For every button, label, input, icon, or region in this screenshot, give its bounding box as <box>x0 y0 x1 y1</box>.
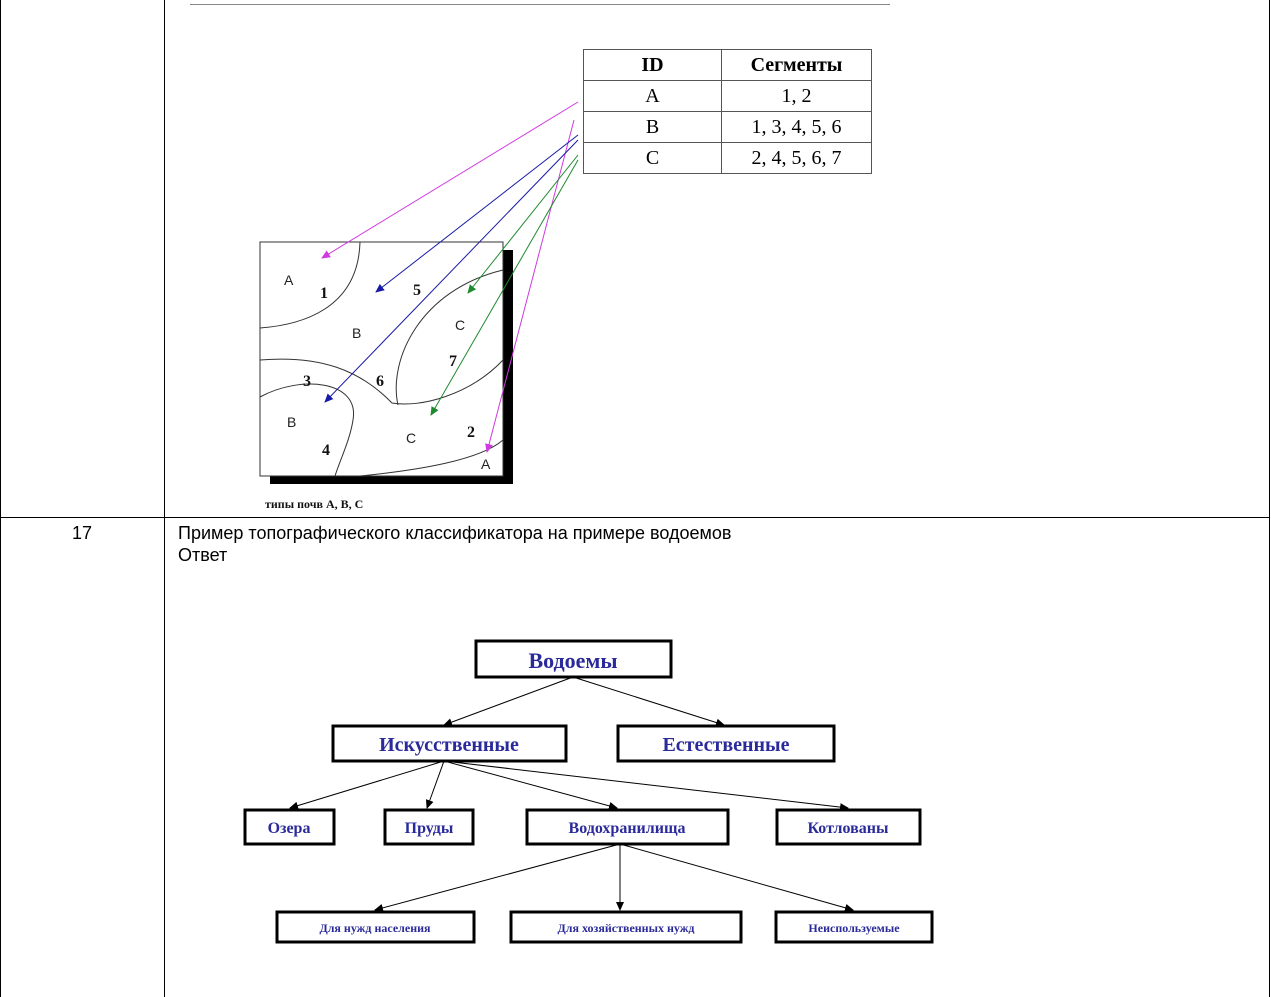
node-unused-label: Неиспользуемые <box>808 921 900 935</box>
node-unused: Неиспользуемые <box>774 910 934 944</box>
arrow-c-segment-4 <box>430 159 579 416</box>
arrow-b-segment-5 <box>375 134 579 293</box>
arrow-c-segment-5 <box>467 154 579 294</box>
row-segments: 1, 2 <box>721 80 872 112</box>
segment-number: 6 <box>376 373 384 390</box>
node-pits-label: Котлованы <box>808 820 889 837</box>
segment-number: 4 <box>322 442 330 459</box>
question-text: Пример топографического классификатора н… <box>178 523 732 543</box>
row-id: A <box>583 80 722 112</box>
soil-type-label: C <box>406 430 416 446</box>
node-root: Водоемы <box>474 639 673 679</box>
node-artificial-label: Искусственные <box>379 734 519 756</box>
segment-number: 7 <box>449 353 457 370</box>
row-number: 17 <box>71 523 93 543</box>
arrow-b-segment-3 <box>324 139 579 403</box>
map-shadow <box>270 250 513 484</box>
soil-type-label: C <box>455 317 465 333</box>
segment-numbers: 1 5 7 3 6 4 2 <box>303 282 475 459</box>
node-public-needs-label: Для нужд населения <box>319 921 431 935</box>
node-natural: Естественные <box>616 724 836 763</box>
node-ponds: Пруды <box>383 808 475 846</box>
segment-number: 1 <box>320 285 328 302</box>
soil-type-label: B <box>287 414 296 430</box>
table-right-border <box>1269 0 1270 997</box>
row-segments: 2, 4, 5, 6, 7 <box>721 142 872 174</box>
node-public-needs: Для нужд населения <box>275 910 476 944</box>
soil-map-figure: A B C B C A 1 5 7 3 6 4 2 типы почв А, В… <box>259 101 579 511</box>
segment-number: 5 <box>413 282 421 299</box>
node-lakes: Озера <box>243 808 336 846</box>
node-pits: Котлованы <box>775 808 922 846</box>
header-id: ID <box>583 49 722 81</box>
node-reservoirs: Водохранилища <box>525 808 730 846</box>
node-economic-needs-label: Для хозяйственных нужд <box>557 921 694 935</box>
node-ponds-label: Пруды <box>405 820 454 837</box>
node-lakes-label: Озера <box>268 820 311 837</box>
node-reservoirs-label: Водохранилища <box>569 820 686 837</box>
table-row: A 1, 2 <box>583 80 872 112</box>
classifier-tree: Водоемы Искусственные Естественные Озера… <box>243 639 934 944</box>
table-row: C 2, 4, 5, 6, 7 <box>583 142 872 174</box>
header-segments: Сегменты <box>721 49 872 81</box>
column-divider <box>164 0 165 997</box>
node-artificial: Искусственные <box>331 724 568 763</box>
soil-type-labels: A B C B C A <box>284 272 491 472</box>
table-left-border <box>0 0 1 997</box>
segment-number: 2 <box>467 424 475 441</box>
soil-type-label: A <box>481 456 491 472</box>
node-natural-label: Естественные <box>662 734 789 756</box>
segment-table-header-row: ID Сегменты <box>583 49 872 81</box>
arrow-a-segment-1 <box>321 101 579 259</box>
soil-type-label: A <box>284 272 294 288</box>
soil-type-label: B <box>352 325 361 341</box>
map-frame <box>259 241 504 477</box>
segment-table: ID Сегменты A 1, 2 B 1, 3, 4, 5, 6 C 2, … <box>583 49 872 174</box>
top-partial-rule <box>190 4 890 5</box>
segment-number: 3 <box>303 373 311 390</box>
arrow-a-segment-2 <box>485 119 575 453</box>
row-id: C <box>583 142 722 174</box>
node-economic-needs: Для хозяйственных нужд <box>509 910 743 944</box>
node-root-label: Водоемы <box>528 648 617 673</box>
map-caption: типы почв А, В, С <box>265 497 363 511</box>
answer-label: Ответ <box>178 545 228 565</box>
link-arrows <box>321 101 579 453</box>
tree-connectors <box>289 676 854 912</box>
table-row: B 1, 3, 4, 5, 6 <box>583 111 872 143</box>
row-divider <box>0 517 1270 518</box>
segment-boundaries <box>259 241 504 477</box>
